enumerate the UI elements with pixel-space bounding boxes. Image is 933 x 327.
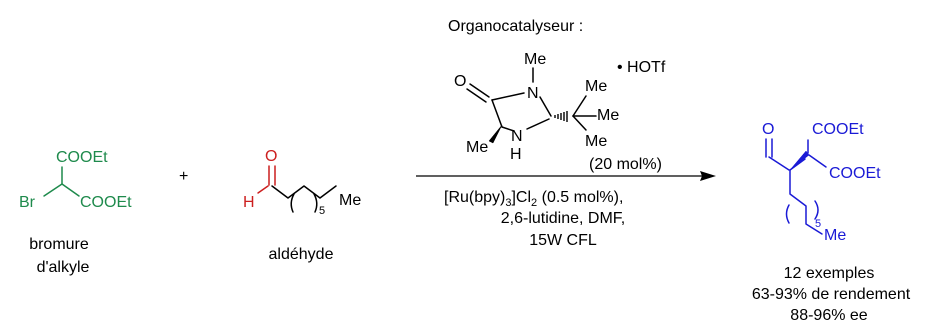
product-o: O bbox=[762, 121, 774, 138]
aldehyde-repeat-count: 5 bbox=[319, 205, 325, 217]
catalyst-h: H bbox=[510, 146, 522, 163]
product-summary-yield: 63-93% de rendement bbox=[752, 286, 911, 303]
catalyst-me-bottom: Me bbox=[466, 139, 488, 156]
catalyst-n-bottom: N bbox=[511, 128, 523, 145]
catalyst-me-t1: Me bbox=[585, 78, 607, 95]
product-bond-cho-ch bbox=[768, 156, 790, 171]
bromide-cooet-right: COOEt bbox=[80, 194, 132, 211]
product-wedge-bond bbox=[789, 150, 810, 171]
catalyst-co-bond-1 bbox=[469, 83, 490, 98]
aldehyde-label: aldéhyde bbox=[269, 246, 334, 263]
plus-sign: + bbox=[179, 168, 188, 185]
catalyst-hash-bond bbox=[554, 111, 568, 122]
product-chain bbox=[789, 169, 823, 235]
catalyst-tbu-bond-1 bbox=[572, 95, 587, 117]
product-bond-cester-right bbox=[808, 154, 827, 168]
bromide-bond-c-br bbox=[43, 183, 63, 197]
bromide-label-line2: d'alkyle bbox=[37, 259, 90, 276]
catalyst-bond-carbonyl-ca bbox=[491, 99, 503, 128]
catalyst-me-n: Me bbox=[524, 51, 546, 68]
catalyst-bond-n-c2 bbox=[539, 96, 552, 117]
catalyst-bond-nh-c2 bbox=[526, 118, 550, 130]
bromide-bond-c-ester bbox=[61, 183, 80, 197]
catalyst-n-top: N bbox=[527, 85, 539, 102]
catalyst-co-bond-2 bbox=[466, 88, 487, 103]
alkyl-bromide-structure: COOEt Br COOEt bbox=[19, 149, 132, 211]
catalyst-tbu-bond-3 bbox=[572, 115, 587, 131]
catalyst-title: Organocatalyseur : bbox=[448, 18, 583, 35]
imidazolidinone-catalyst-structure: Me N O N H Me Me Me Me bbox=[454, 51, 619, 163]
aldehyde-chain bbox=[271, 185, 337, 199]
product-repeat-bracket-right bbox=[814, 200, 819, 220]
catalyst-loading: (20 mol%) bbox=[589, 156, 662, 173]
catalyst-me-t2: Me bbox=[597, 107, 619, 124]
product-repeat-bracket-left bbox=[785, 204, 790, 224]
reaction-arrow-head bbox=[700, 171, 716, 181]
product-summary-ee: 88-96% ee bbox=[790, 307, 867, 324]
catalyst-bond-carbonyl-n bbox=[491, 92, 525, 101]
aldehyde-repeat-bracket-right bbox=[313, 193, 318, 213]
aldehyde-me: Me bbox=[339, 192, 361, 209]
catalyst-bond-ca-nh bbox=[501, 126, 515, 132]
bromide-br: Br bbox=[19, 194, 36, 211]
catalyst-me-t3: Me bbox=[585, 133, 607, 150]
product-repeat-count: 5 bbox=[815, 218, 821, 230]
product-cooet-right: COOEt bbox=[829, 165, 881, 182]
aldehyde-structure: O H 5 Me bbox=[243, 148, 361, 217]
bromide-label-line1: bromure bbox=[29, 236, 89, 253]
conditions-photocatalyst: [Ru(bpy)3]Cl2 (0.5 mol%), bbox=[444, 189, 623, 209]
conditions-light-source: 15W CFL bbox=[529, 232, 597, 249]
aldehyde-repeat-bracket-left bbox=[290, 193, 295, 213]
product-summary-examples: 12 exemples bbox=[784, 265, 875, 282]
aldehyde-o: O bbox=[265, 148, 277, 165]
bromide-cooet-top: COOEt bbox=[56, 149, 108, 166]
aldehyde-ch-bond bbox=[257, 185, 269, 194]
aldehyde-h: H bbox=[243, 194, 255, 211]
catalyst-salt: • HOTf bbox=[617, 59, 666, 76]
conditions-base-solvent: 2,6-lutidine, DMF, bbox=[501, 210, 626, 227]
product-cooet-top: COOEt bbox=[812, 121, 864, 138]
product-me: Me bbox=[824, 227, 846, 244]
catalyst-wedge-bond bbox=[488, 124, 503, 144]
catalyst-o: O bbox=[454, 73, 466, 90]
product-structure: O COOEt COOEt 5 Me bbox=[762, 121, 881, 244]
